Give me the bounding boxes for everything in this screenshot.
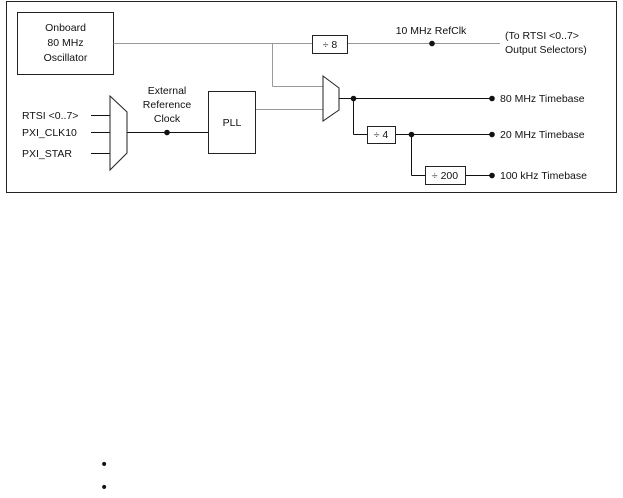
list-bullet-2: • (100, 480, 109, 496)
divide-by-200-label: ÷ 200 (432, 170, 458, 182)
diagram-frame (6, 1, 617, 193)
divide-by-200-block: ÷ 200 (425, 166, 466, 185)
divide-by-8-block: ÷ 8 (312, 35, 348, 54)
input-label-pxi-clk10: PXI_CLK10 (22, 127, 77, 139)
divide-by-4-label: ÷ 4 (374, 129, 389, 141)
output-label-100khz: 100 kHz Timebase (500, 170, 587, 182)
output-20mhz-terminal-dot (489, 131, 495, 138)
list-bullet-1: • (100, 457, 109, 473)
refclk-junction-dot (429, 40, 435, 47)
output-100khz-terminal-dot (489, 172, 495, 179)
external-reference-line1: External (148, 85, 187, 97)
external-reference-line2: Reference (143, 99, 192, 111)
divide-by-4-block: ÷ 4 (367, 126, 396, 144)
clock-routing-diagram: Onboard 80 MHz Oscillator ÷ 8 10 MHz Ref… (6, 1, 617, 193)
output-label-80mhz: 80 MHz Timebase (500, 93, 585, 105)
external-reference-line3: Clock (154, 113, 181, 125)
divide-by-8-label: ÷ 8 (323, 39, 338, 51)
rtsi-note-line1: (To RTSI <0..7> (505, 30, 579, 42)
oscillator-label-line3: Oscillator (44, 52, 88, 64)
oscillator-block: Onboard 80 MHz Oscillator (17, 12, 114, 75)
rtsi-note-line2: Output Selectors) (505, 44, 587, 56)
pll-label: PLL (223, 117, 242, 129)
input-mux (109, 94, 128, 172)
gray-wires (113, 43, 500, 110)
refclk-label: 10 MHz RefClk (396, 25, 467, 37)
external-reference-dot (164, 129, 170, 136)
oscillator-label-line2: 80 MHz (47, 37, 83, 49)
oscillator-label-line1: Onboard (45, 22, 86, 34)
input-label-rtsi: RTSI <0..7> (22, 110, 78, 122)
black-wires (91, 98, 490, 176)
timebase-mux (322, 75, 340, 122)
input-label-pxi-star: PXI_STAR (22, 148, 72, 160)
mux-output-junction-dot (350, 95, 357, 102)
pll-block: PLL (208, 91, 256, 154)
output-label-20mhz: 20 MHz Timebase (500, 129, 585, 141)
divide-4-output-junction-dot (408, 131, 415, 138)
output-80mhz-terminal-dot (489, 95, 495, 102)
